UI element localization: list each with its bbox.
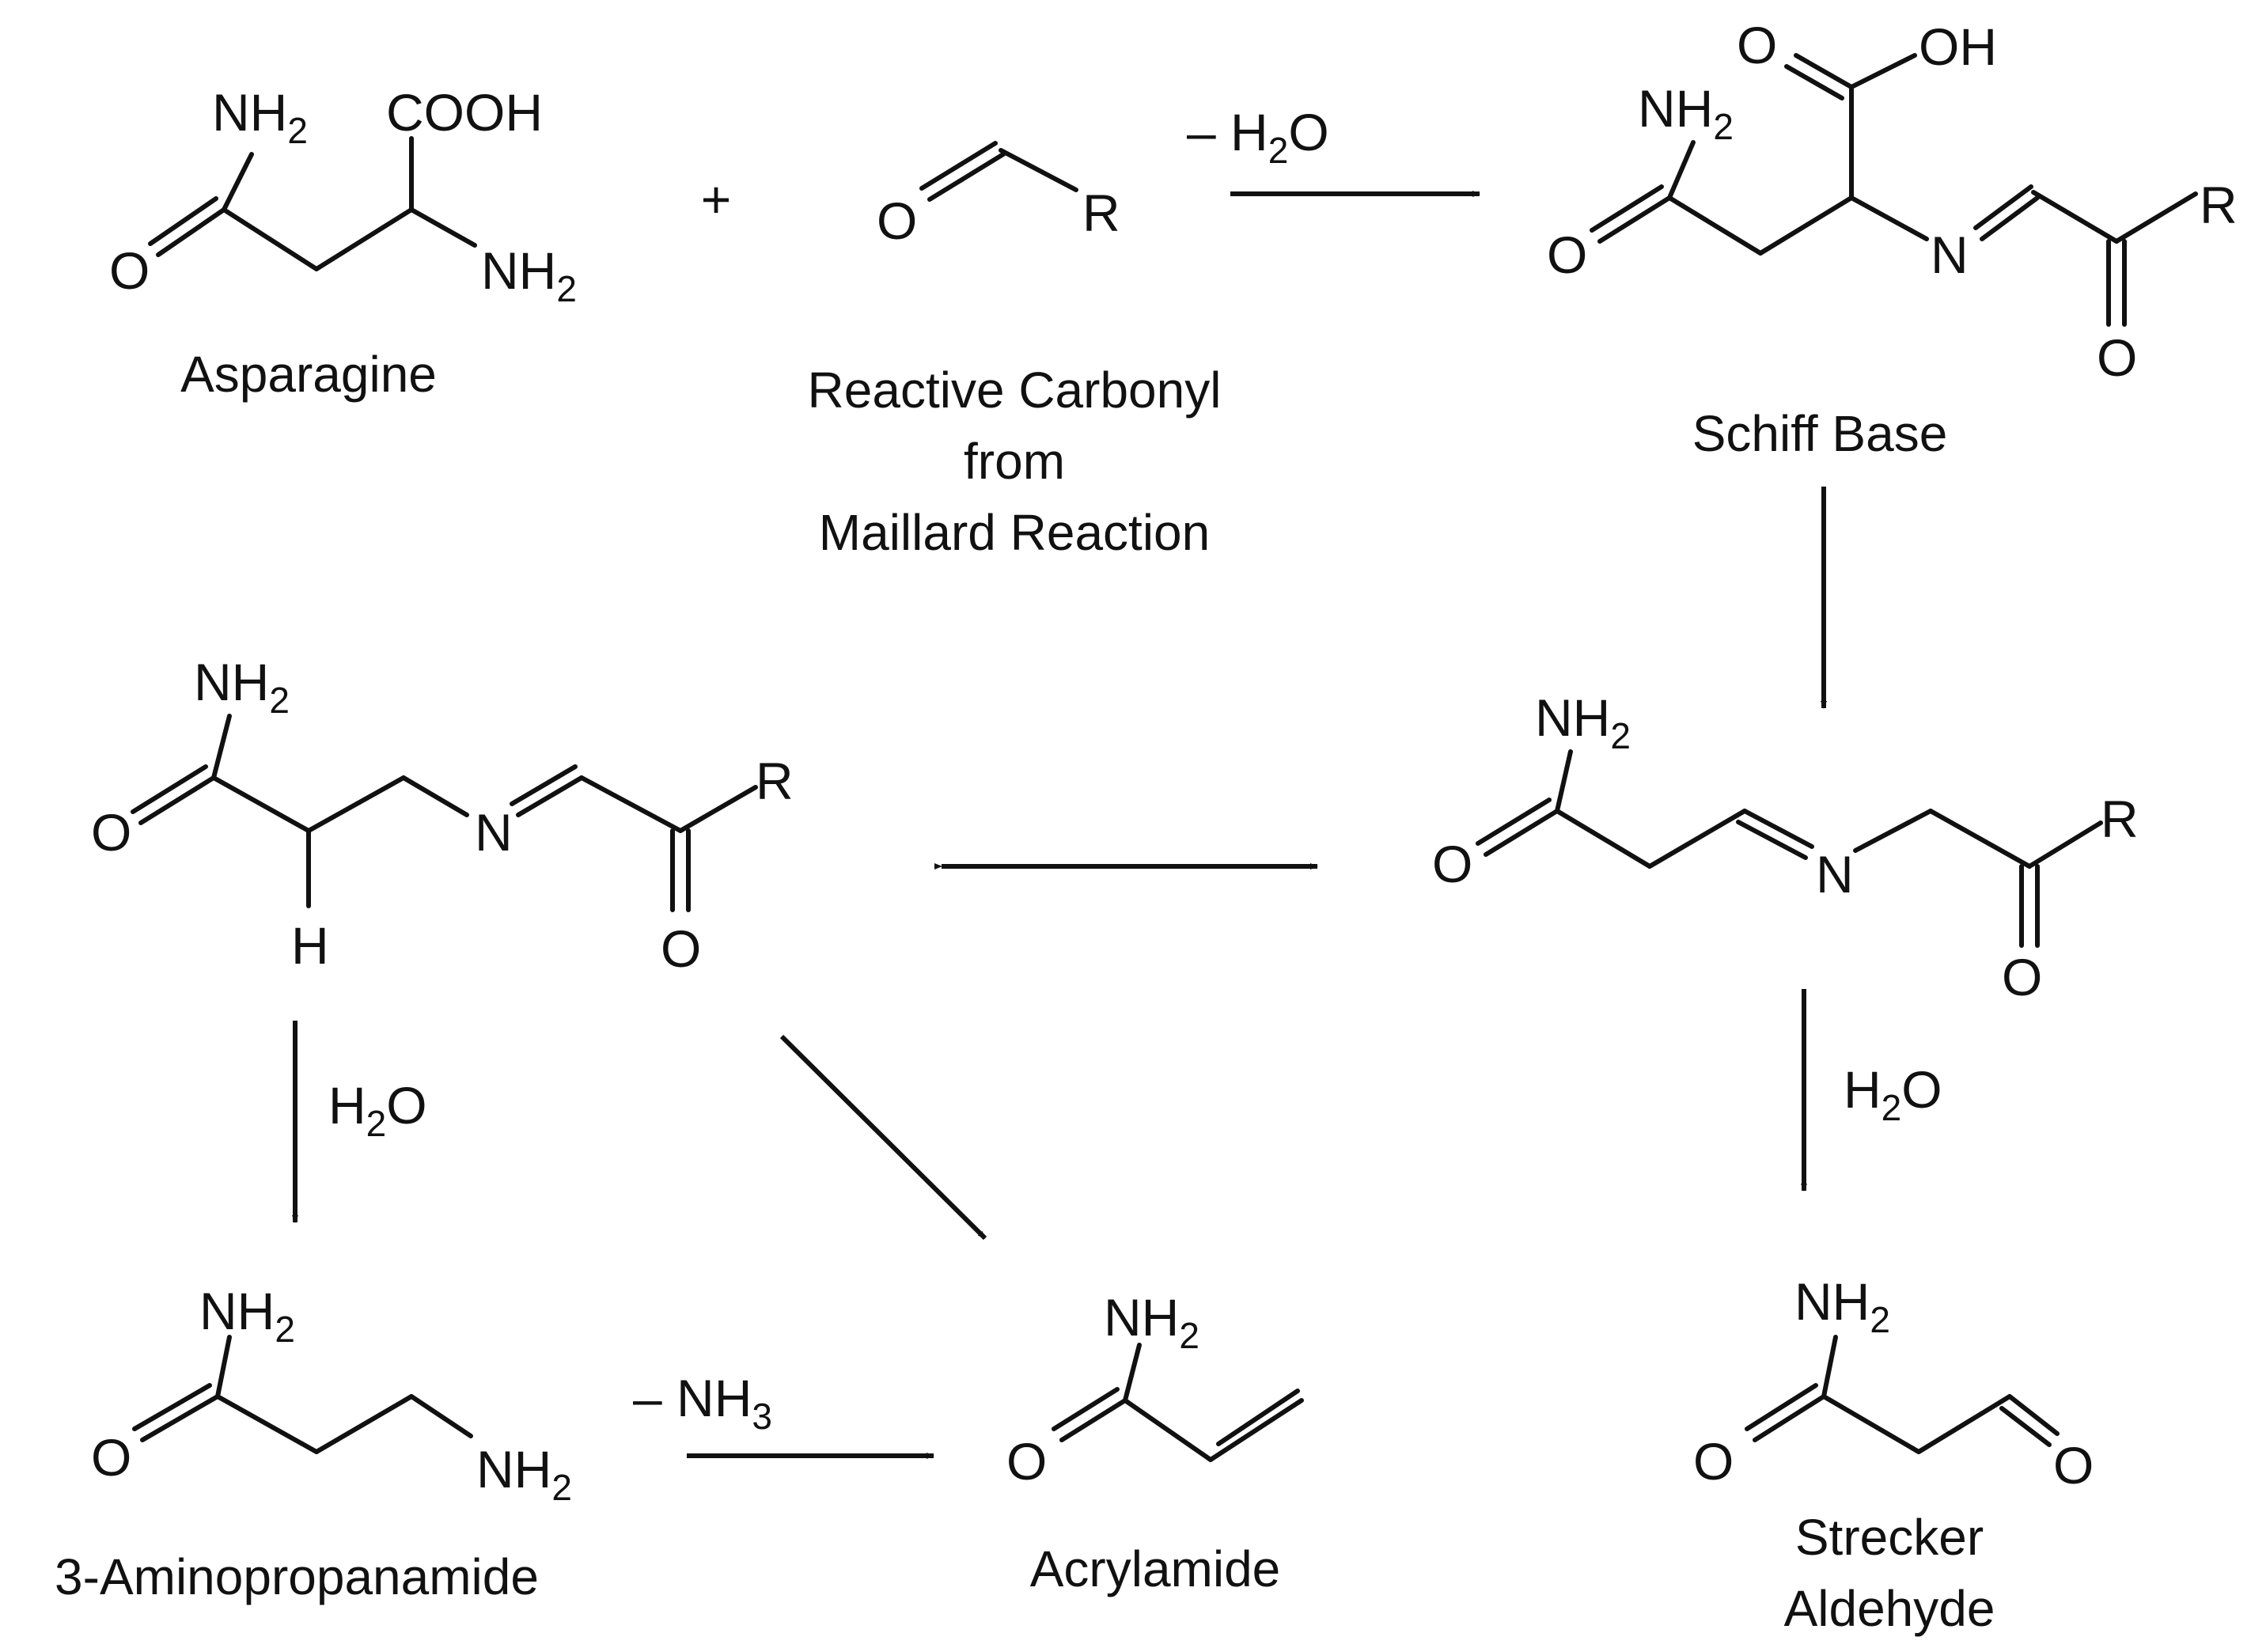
schiff-nh2: NH2 [1638, 79, 1734, 147]
left-mid-o-atom: O [91, 803, 131, 862]
water-label-right: H2O [1844, 1060, 1942, 1128]
asparagine-label: Asparagine [180, 346, 437, 403]
schiff-oh: OH [1919, 17, 1997, 76]
imine-tautomer-left-structure: O NH2 H N R O [91, 653, 794, 978]
aminopropanamide-label: 3-Aminopropanamide [55, 1548, 539, 1605]
aminopropanamide-structure: O NH2 NH2 3-Aminopropanamide [55, 1282, 572, 1605]
right-mid-o-atom: O [1432, 835, 1472, 893]
carbonyl-label-line3: Maillard Reaction [819, 504, 1210, 561]
reactive-carbonyl-structure: O R Reactive Carbonyl from Maillard Reac… [808, 141, 1222, 561]
schiff-keto-o-atom: O [2097, 328, 2137, 387]
plus-sign: + [701, 170, 732, 229]
acrylamide-nh2: NH2 [1104, 1288, 1199, 1356]
right-mid-nh2: NH2 [1535, 688, 1631, 756]
right-mid-r-group: R [2101, 790, 2139, 848]
schiff-acid-o-atom: O [1737, 16, 1777, 74]
water-label-left: H2O [328, 1076, 427, 1144]
left-mid-n-atom: N [475, 803, 513, 862]
carbonyl-o-atom: O [877, 191, 917, 250]
aminopropanamide-amine-nh2: NH2 [476, 1440, 572, 1508]
left-mid-h-atom: H [291, 916, 329, 975]
carbonyl-label-line1: Reactive Carbonyl [808, 362, 1222, 419]
asparagine-structure: O NH2 COOH NH2 Asparagine [109, 83, 577, 403]
left-mid-keto-o-atom: O [661, 919, 701, 978]
strecker-nh2: NH2 [1794, 1272, 1890, 1340]
asparagine-cooh: COOH [386, 83, 543, 142]
asparagine-o-atom: O [109, 241, 150, 300]
minus-water-label: – H2O [1187, 103, 1329, 171]
strecker-aldehyde-structure: O NH2 O Strecker Aldehyde [1693, 1272, 2094, 1637]
strecker-amide-o-atom: O [1693, 1432, 1734, 1491]
asparagine-amine-nh2: NH2 [481, 241, 577, 309]
strecker-aldehyde-o-atom: O [2053, 1436, 2094, 1495]
acrylamide-o-atom: O [1006, 1432, 1047, 1491]
aminopropanamide-amide-nh2: NH2 [199, 1282, 295, 1350]
aminopropanamide-o-atom: O [91, 1428, 131, 1487]
imine-tautomer-right-structure: O NH2 N R O [1432, 688, 2139, 1006]
schiff-n-atom: N [1931, 225, 1969, 284]
strecker-label-line2: Aldehyde [1784, 1580, 1995, 1637]
schiff-r-group: R [2200, 176, 2238, 234]
left-mid-r-group: R [756, 752, 794, 810]
asparagine-amide-nh2: NH2 [212, 83, 308, 151]
schiff-base-structure: O NH2 O OH N R O Schiff Base [1547, 16, 2238, 462]
acrylamide-label: Acrylamide [1030, 1540, 1281, 1597]
elimination-arrow-diagonal [779, 1034, 987, 1241]
carbonyl-label-line2: from [964, 433, 1065, 490]
carbonyl-r-group: R [1082, 184, 1120, 242]
right-mid-n-atom: N [1816, 845, 1854, 904]
acrylamide-structure: O NH2 Acrylamide [1006, 1288, 1304, 1597]
schiff-amide-o-atom: O [1547, 225, 1587, 284]
strecker-label-line1: Strecker [1795, 1509, 1984, 1566]
minus-ammonia-label: – NH3 [633, 1369, 772, 1437]
right-mid-keto-o-atom: O [2002, 948, 2042, 1006]
left-mid-nh2: NH2 [194, 653, 290, 721]
schiff-base-label: Schiff Base [1692, 405, 1948, 462]
